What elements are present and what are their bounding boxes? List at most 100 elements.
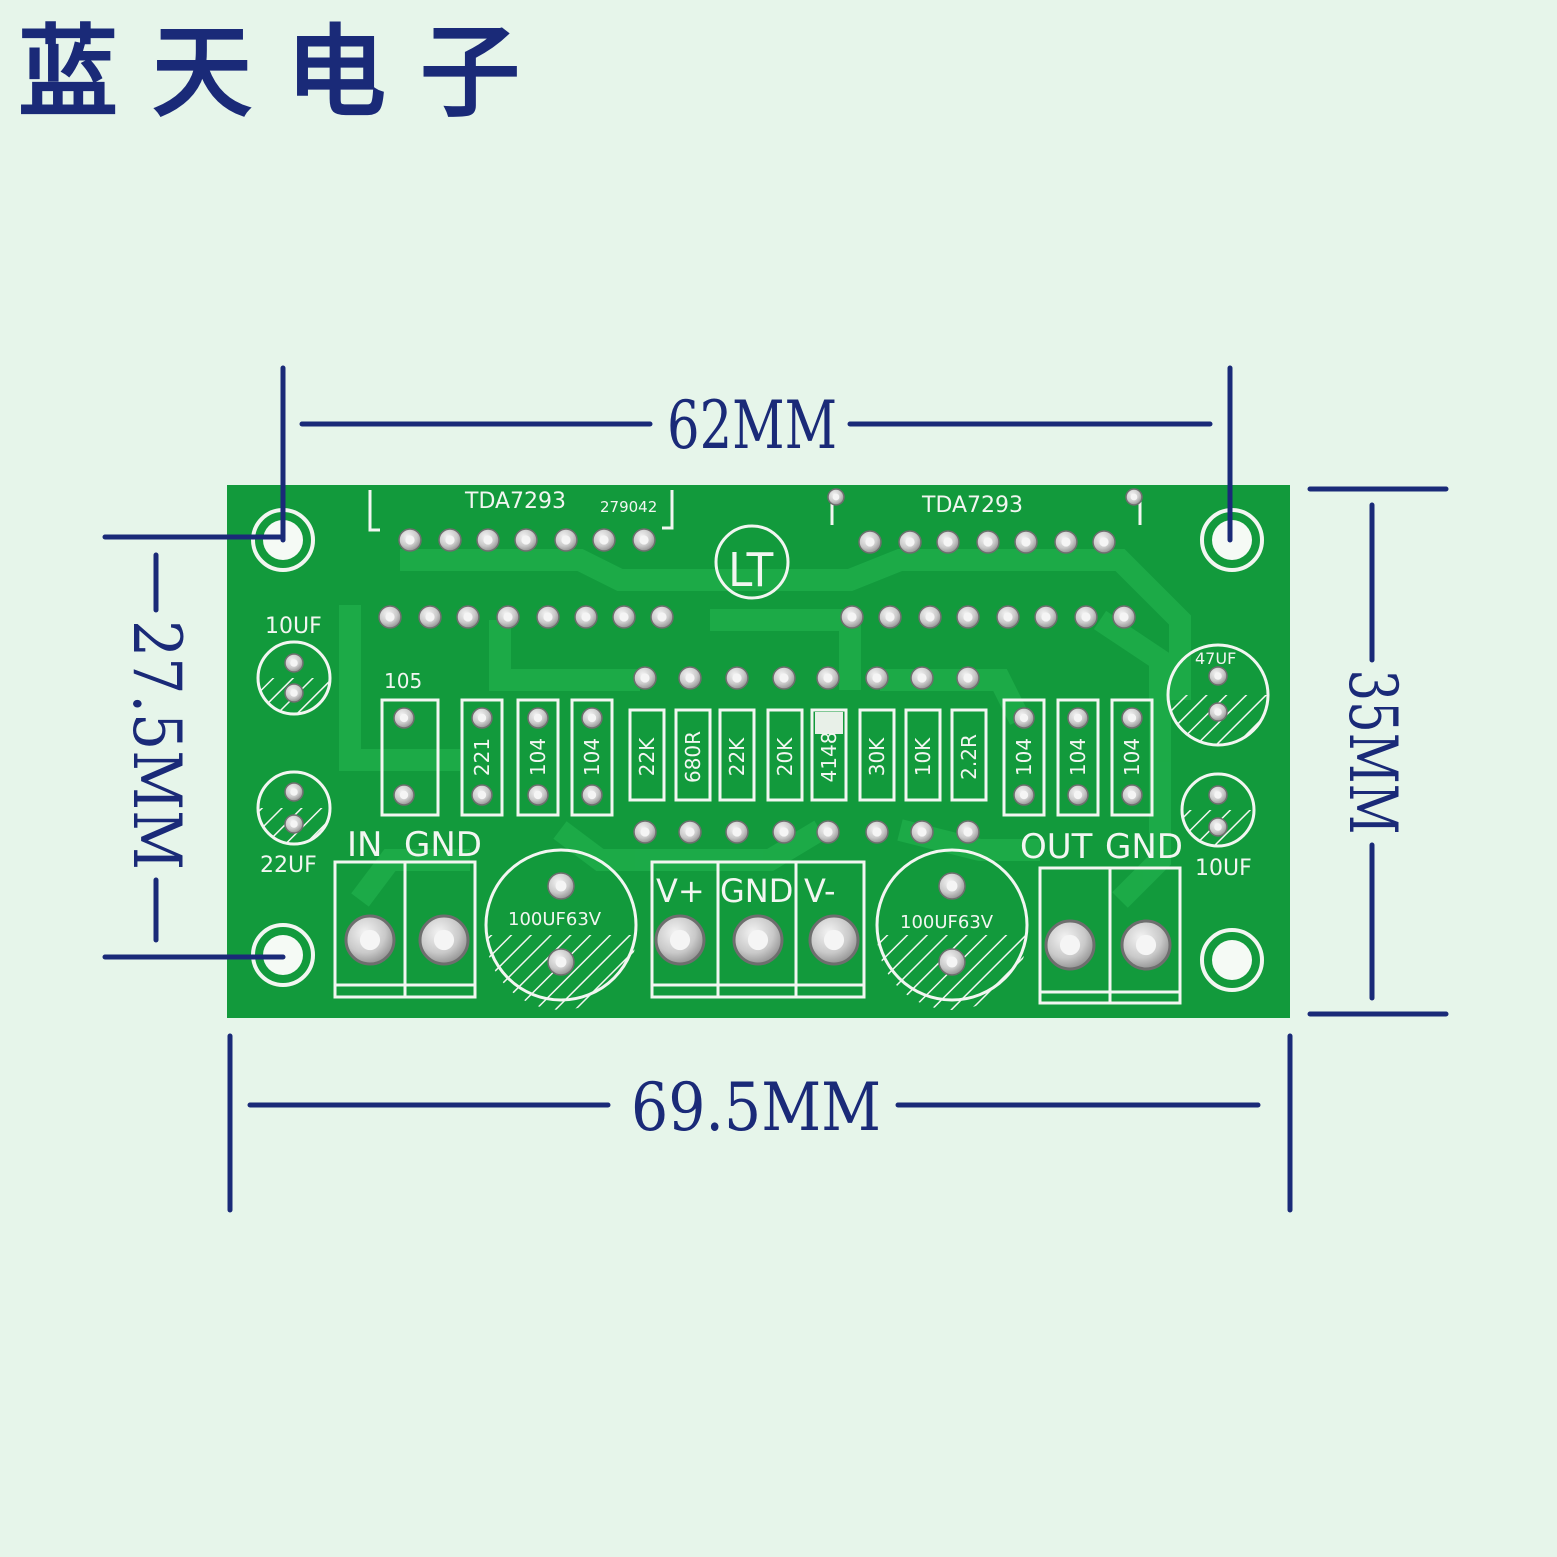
pad-hole bbox=[1081, 612, 1091, 622]
terminal-in-label: IN bbox=[347, 825, 382, 865]
cap-bl-label: 22UF bbox=[260, 853, 317, 878]
pad-hole bbox=[779, 827, 789, 837]
logo-label: LT bbox=[728, 545, 773, 596]
pad-hole bbox=[1061, 537, 1071, 547]
pad-hole bbox=[477, 713, 487, 723]
terminal-vplus-label: V+ bbox=[656, 872, 705, 910]
pad-hole bbox=[503, 612, 513, 622]
pad-hole bbox=[399, 790, 409, 800]
pad-hole bbox=[747, 929, 769, 951]
pad-hole bbox=[1073, 713, 1083, 723]
dimension-top-width: 62MM bbox=[667, 387, 837, 464]
component-label: 22K bbox=[725, 737, 749, 776]
pad-hole bbox=[483, 535, 493, 545]
pad-hole bbox=[1003, 612, 1013, 622]
component-label: 10K bbox=[911, 737, 935, 776]
pad-hole bbox=[1021, 537, 1031, 547]
pad-hole bbox=[865, 537, 875, 547]
pad-hole bbox=[405, 535, 415, 545]
pad-hole bbox=[983, 537, 993, 547]
pad-hole bbox=[1135, 934, 1157, 956]
component-label: 4148 bbox=[817, 732, 841, 783]
pad-hole bbox=[533, 790, 543, 800]
big-cap-left-label: 100UF63V bbox=[508, 909, 602, 930]
pad-hole bbox=[925, 612, 935, 622]
pad-hole bbox=[1019, 790, 1029, 800]
pad-hole bbox=[521, 535, 531, 545]
component-label: 22K bbox=[635, 737, 659, 776]
pad-hole bbox=[619, 612, 629, 622]
solder-pads bbox=[284, 488, 1228, 976]
pad-hole bbox=[1041, 612, 1051, 622]
pad-hole bbox=[779, 673, 789, 683]
pad-hole bbox=[917, 673, 927, 683]
dimension-left-height: 27.5MM bbox=[118, 620, 195, 870]
pad-hole bbox=[823, 827, 833, 837]
component-label: 2.2R bbox=[957, 734, 981, 780]
pad-hole bbox=[555, 880, 567, 892]
pad-hole bbox=[657, 612, 667, 622]
pad-hole bbox=[555, 956, 567, 968]
pad-hole bbox=[943, 537, 953, 547]
component-label: 680R bbox=[681, 731, 705, 783]
pad-hole bbox=[463, 612, 473, 622]
component-label: 104 bbox=[580, 738, 604, 776]
pad-hole bbox=[1059, 934, 1081, 956]
pad-hole bbox=[732, 673, 742, 683]
component-label: 104 bbox=[526, 738, 550, 776]
pad-hole bbox=[290, 820, 298, 828]
pad-hole bbox=[290, 788, 298, 796]
cap-tl-label: 10UF bbox=[265, 614, 322, 639]
pad-hole bbox=[1099, 537, 1109, 547]
pad-hole bbox=[640, 673, 650, 683]
pad-hole bbox=[425, 612, 435, 622]
pad-hole bbox=[1214, 708, 1222, 716]
pad-hole bbox=[445, 535, 455, 545]
pad-hole bbox=[823, 929, 845, 951]
pad-hole bbox=[872, 827, 882, 837]
component-label: 104 bbox=[1120, 738, 1144, 776]
pad-hole bbox=[917, 827, 927, 837]
pad-hole bbox=[639, 535, 649, 545]
pad-hole bbox=[963, 612, 973, 622]
pad-hole bbox=[669, 929, 691, 951]
pad-hole bbox=[946, 880, 958, 892]
dimension-right-height: 35MM bbox=[1334, 670, 1411, 835]
pad-hole bbox=[905, 537, 915, 547]
pad-hole bbox=[290, 659, 298, 667]
silkscreen-labels: TDA7293 279042 TDA7293 LT 10UF 22UF 47UF… bbox=[260, 489, 1252, 933]
component-label: 30K bbox=[865, 737, 889, 776]
pad-hole bbox=[963, 827, 973, 837]
component-label: 20K bbox=[773, 737, 797, 776]
pad-hole bbox=[561, 535, 571, 545]
pad-hole bbox=[359, 929, 381, 951]
chip-left-label: TDA7293 bbox=[464, 489, 566, 514]
pad-hole bbox=[1214, 672, 1222, 680]
pad-hole bbox=[1127, 790, 1137, 800]
diode-band bbox=[815, 712, 843, 734]
pad-hole bbox=[946, 956, 958, 968]
dimension-bottom-width: 69.5MM bbox=[631, 1069, 881, 1146]
pad-hole bbox=[823, 673, 833, 683]
terminal-gnd-label: GND bbox=[720, 872, 793, 910]
pad-hole bbox=[477, 790, 487, 800]
big-cap-right-label: 100UF63V bbox=[900, 912, 994, 933]
pad-hole bbox=[1214, 823, 1222, 831]
pad-hole bbox=[543, 612, 553, 622]
component-label: 221 bbox=[470, 738, 494, 776]
pad-hole bbox=[385, 612, 395, 622]
pad-hole bbox=[1127, 713, 1137, 723]
pad-hole bbox=[587, 790, 597, 800]
pad-hole bbox=[1214, 791, 1222, 799]
cap-105-label: 105 bbox=[384, 669, 422, 693]
pad-hole bbox=[872, 673, 882, 683]
pad-hole bbox=[1019, 713, 1029, 723]
brand-title: 蓝天电子 bbox=[18, 13, 554, 131]
terminal-vminus-label: V- bbox=[804, 872, 836, 910]
terminal-out-label: OUT bbox=[1020, 827, 1093, 867]
pad-hole bbox=[581, 612, 591, 622]
cap-tr-label: 47UF bbox=[1195, 649, 1236, 668]
pad-hole bbox=[847, 612, 857, 622]
